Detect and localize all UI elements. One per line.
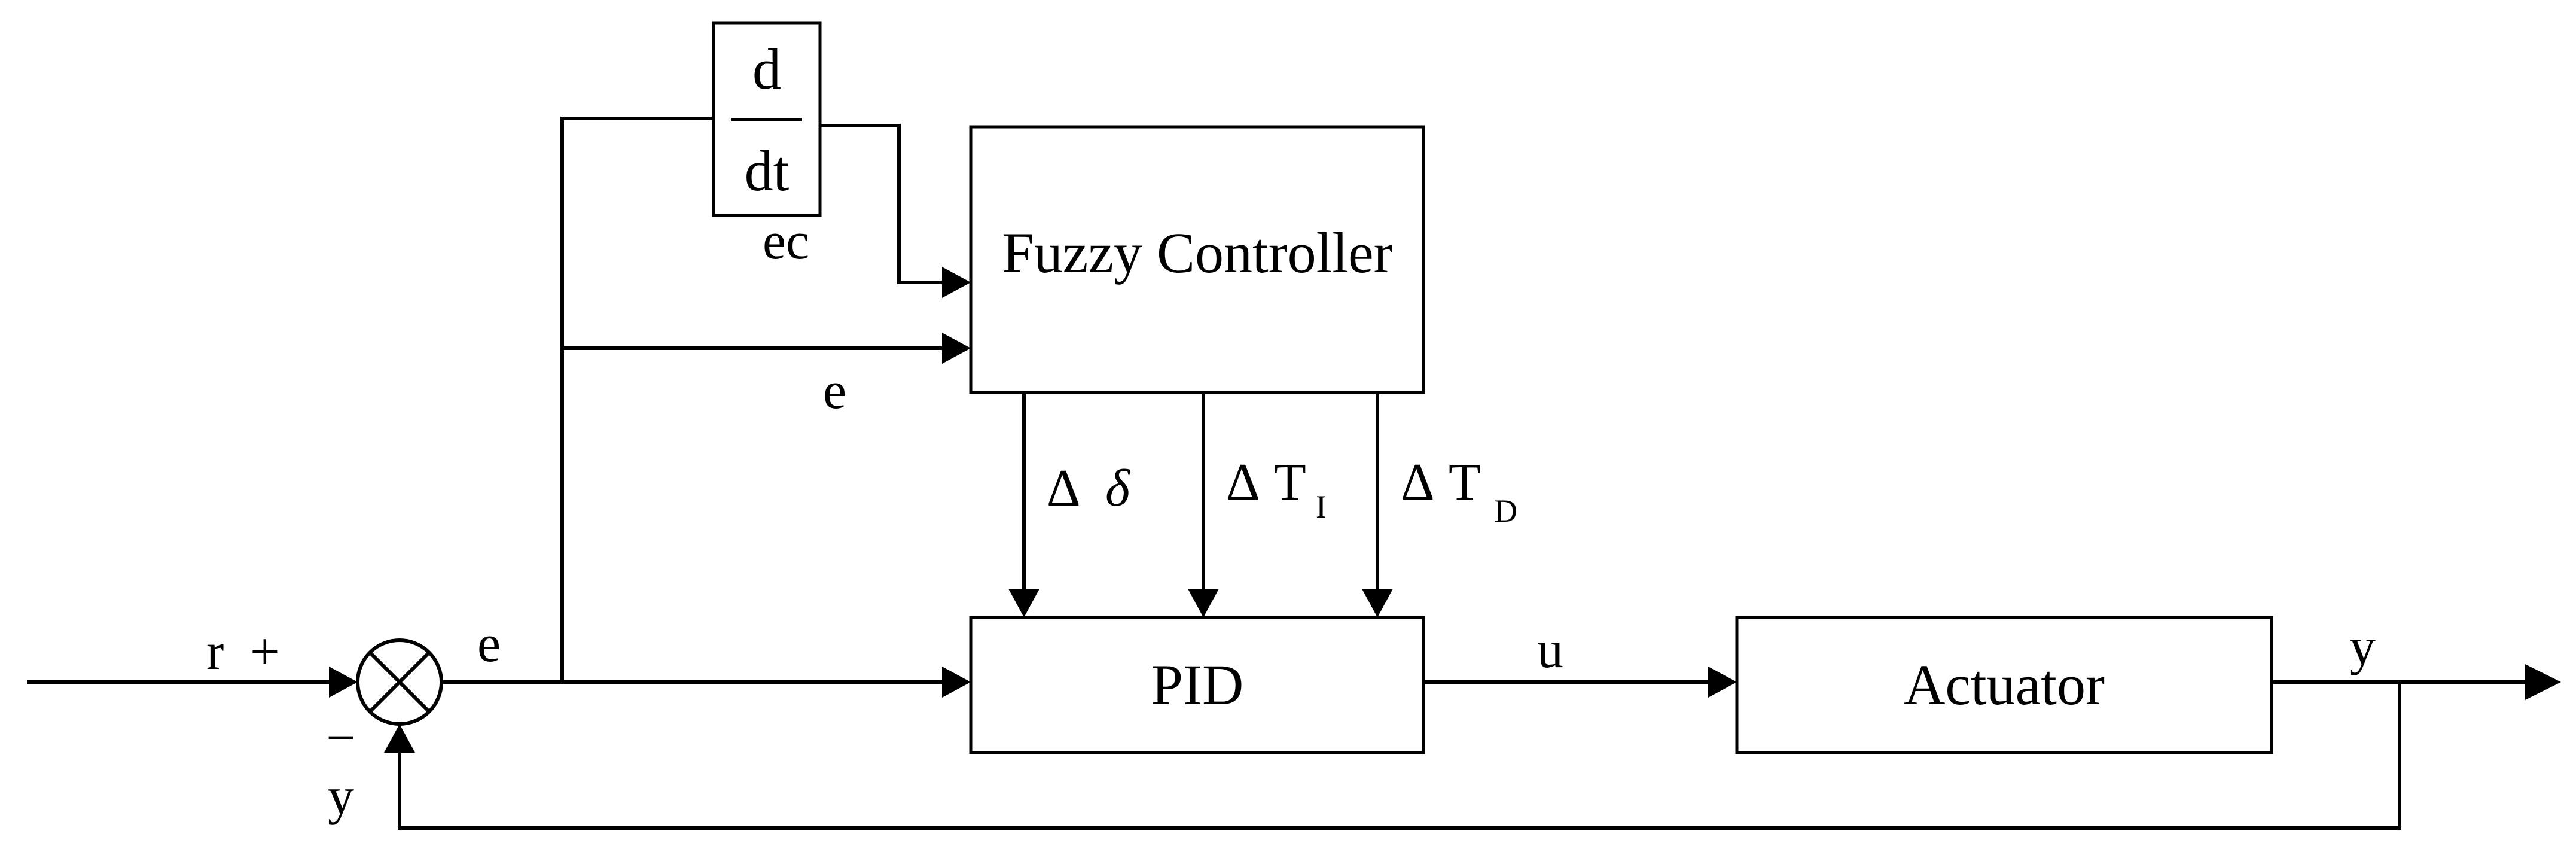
delta-td-symbol: Δ (1401, 454, 1435, 512)
delta-delta-symbol: Δ (1047, 460, 1081, 518)
delta-ti-arrowhead (1188, 589, 1219, 617)
fuzzy-controller-label: Fuzzy Controller (1002, 221, 1392, 285)
pid-label: PID (1151, 653, 1244, 717)
control-signal-label: u (1537, 621, 1563, 679)
delta-ti-subscript: I (1316, 489, 1327, 525)
delta-ti-var: T (1274, 454, 1306, 512)
feedback-line (398, 682, 2401, 830)
delta-delta-arrowhead (1008, 589, 1039, 617)
error-label: e (477, 615, 501, 673)
delta-delta-var: δ (1105, 460, 1131, 518)
fuzzy-controller-block: Fuzzy Controller (969, 125, 1425, 394)
actuator-label: Actuator (1904, 653, 2105, 717)
delta-td-arrowhead (1362, 589, 1393, 617)
delta-ti-symbol: Δ (1226, 454, 1260, 512)
output-arrowhead (2525, 664, 2561, 700)
actuator-block: Actuator (1735, 616, 2273, 754)
delta-delta-label: Δ δ (1047, 460, 1131, 518)
feedback-arrowhead (384, 724, 415, 753)
delta-ti-label: Δ T I (1226, 454, 1327, 525)
reference-arrowhead (329, 667, 358, 698)
delta-td-var: T (1449, 454, 1481, 512)
derivative-block: d dt (712, 21, 822, 217)
reference-label: r (206, 623, 224, 681)
fuzzy-e-arrowhead (942, 333, 971, 364)
actuator-input-arrowhead (1708, 667, 1737, 698)
error-change-label: ec (763, 212, 809, 270)
summing-junction (356, 638, 443, 726)
plus-sign-label: + (250, 623, 280, 681)
fuzzy-ec-arrowhead (942, 267, 971, 298)
pid-input-arrowhead (942, 667, 971, 698)
minus-sign-label: − (326, 709, 356, 767)
ec-line (820, 124, 948, 284)
output-label: y (2349, 618, 2376, 676)
delta-td-subscript: D (1494, 493, 1517, 529)
error-to-fuzzy-label: e (823, 362, 846, 420)
derivative-numerator: d (752, 37, 781, 101)
delta-td-label: Δ T D (1401, 454, 1517, 529)
derivative-denominator: dt (745, 139, 789, 203)
pid-block: PID (969, 616, 1425, 754)
feedback-label: y (328, 768, 354, 826)
